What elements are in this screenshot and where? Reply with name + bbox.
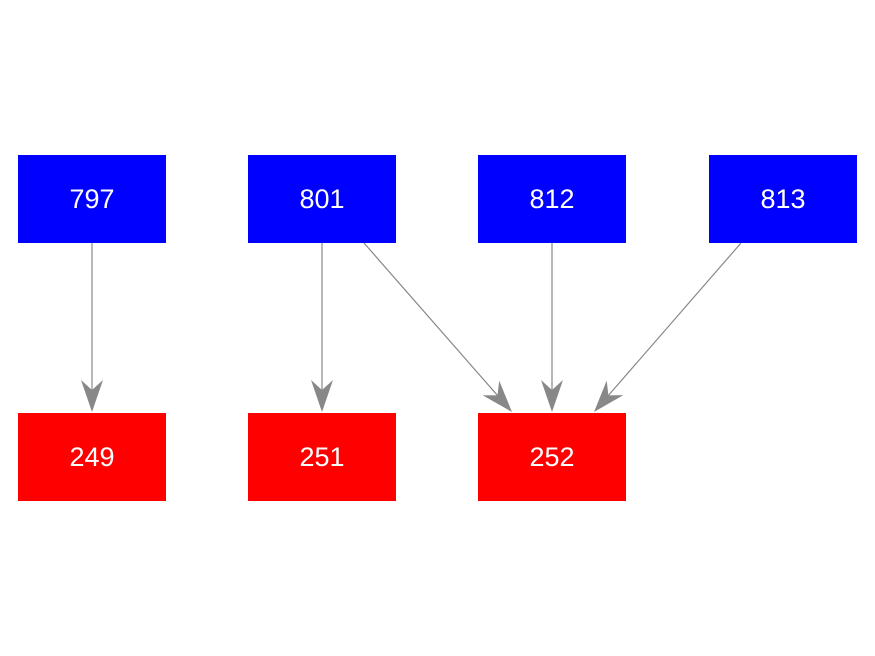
arrowhead-801-252 [482, 380, 512, 412]
node-813-label: 813 [760, 183, 806, 214]
edge-line-801-252 [363, 242, 498, 396]
edge-812-252 [541, 243, 563, 412]
node-249-label: 249 [69, 441, 115, 472]
node-249[interactable]: 249 [18, 413, 166, 501]
arrowhead-801-251 [311, 380, 333, 412]
arrowhead-812-252 [541, 380, 563, 412]
edge-801-252 [363, 242, 512, 412]
node-812[interactable]: 812 [478, 155, 626, 243]
edge-813-252 [594, 242, 742, 412]
node-801[interactable]: 801 [248, 155, 396, 243]
arrowhead-813-252 [594, 380, 624, 412]
node-251[interactable]: 251 [248, 413, 396, 501]
arrowhead-797-249 [81, 380, 103, 412]
node-797[interactable]: 797 [18, 155, 166, 243]
node-251-label: 251 [299, 441, 345, 472]
node-252-label: 252 [529, 441, 575, 472]
node-813[interactable]: 813 [709, 155, 857, 243]
node-812-label: 812 [529, 183, 575, 214]
edge-line-813-252 [607, 242, 742, 396]
edge-801-251 [311, 243, 333, 412]
node-801-label: 801 [299, 183, 345, 214]
node-252[interactable]: 252 [478, 413, 626, 501]
node-797-label: 797 [69, 183, 115, 214]
edge-797-249 [81, 243, 103, 412]
